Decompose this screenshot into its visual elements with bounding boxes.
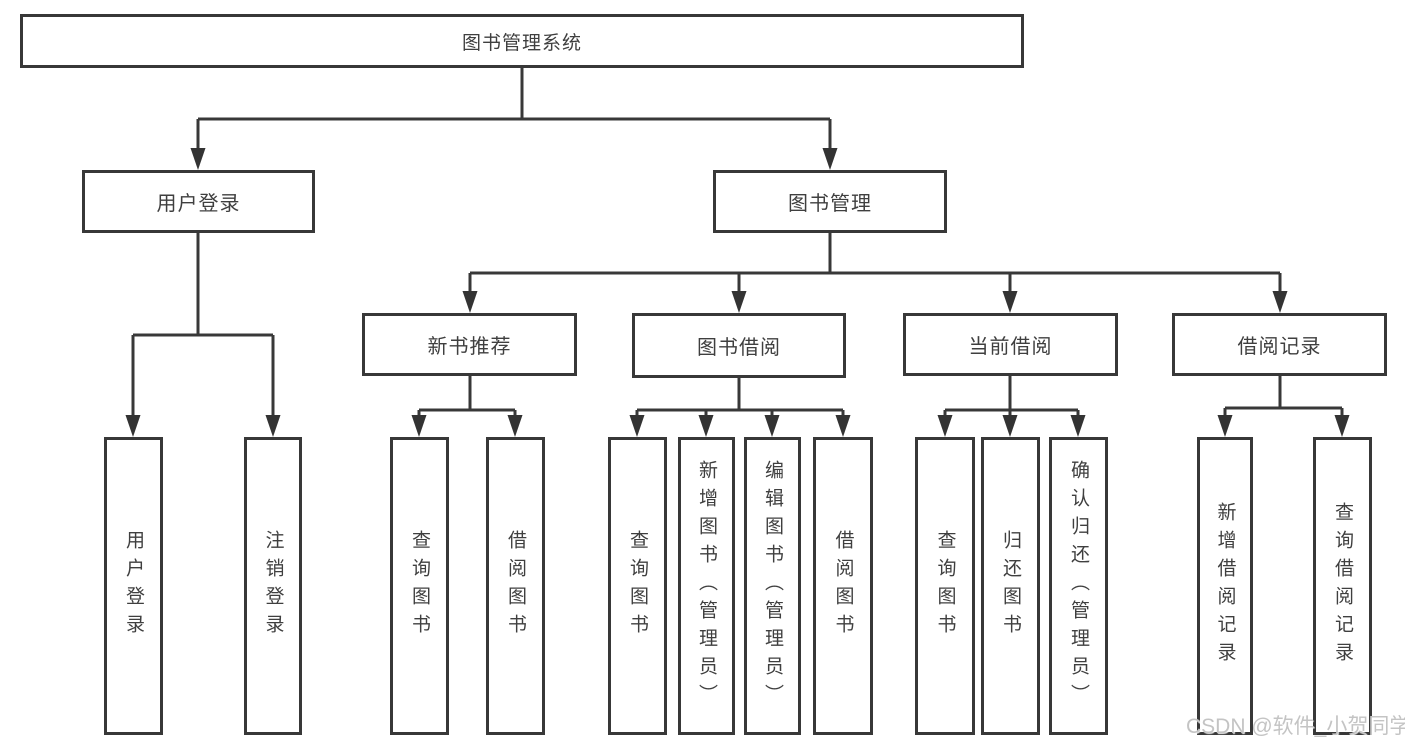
leaf-newbook-query-books: 查询图书 [390,437,449,735]
leaf-user-login: 用户登录 [104,437,163,735]
node-book-borrowing: 图书借阅 [632,313,846,378]
leaf-current-query-books: 查询图书 [915,437,975,735]
node-user-login: 用户登录 [82,170,315,233]
node-current-borrowing: 当前借阅 [903,313,1118,376]
leaf-records-add-borrow-record: 新增借阅记录 [1197,437,1253,735]
leaf-borrow-borrow-books: 借阅图书 [813,437,873,735]
node-borrowing-records: 借阅记录 [1172,313,1387,376]
leaf-current-confirm-return-admin: 确认归还（管理员） [1049,437,1108,735]
leaf-current-return-books: 归还图书 [981,437,1040,735]
leaf-borrow-add-books-admin: 新增图书（管理员） [678,437,735,735]
node-book-management: 图书管理 [713,170,947,233]
csdn-watermark: CSDN @软件_小贺同学 [1186,715,1405,738]
leaf-logout: 注销登录 [244,437,302,735]
leaf-records-query-borrow-record: 查询借阅记录 [1313,437,1372,735]
node-library-system: 图书管理系统 [20,14,1024,68]
leaf-newbook-borrow-books: 借阅图书 [486,437,545,735]
leaf-borrow-query-books: 查询图书 [608,437,667,735]
node-new-book-recommend: 新书推荐 [362,313,577,376]
leaf-borrow-edit-books-admin: 编辑图书（管理员） [744,437,801,735]
